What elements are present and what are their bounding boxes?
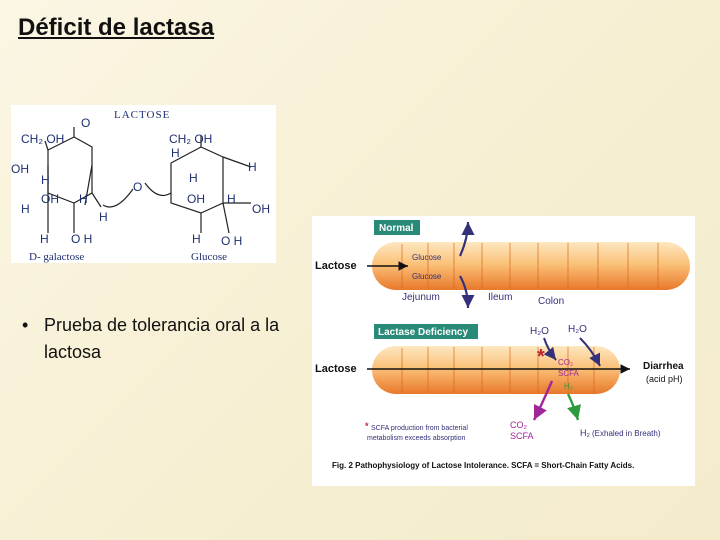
lactose-structure-svg: LACTOSE O O CH₂ OH CH₂ OH OH H H OH H H … [11,109,270,263]
pathophysiology-svg: Normal Lactase Deficiency Lactose Glucos… [315,220,690,470]
lactose-structure-figure: LACTOSE O O CH₂ OH CH₂ OH OH H H OH H H … [11,105,276,263]
diarrhea-label: Diarrhea [643,361,684,372]
segment-colon: Colon [538,296,564,307]
asterisk-marker: * [537,346,545,368]
footnote-asterisk: * [365,421,369,431]
segment-ileum: Ileum [488,292,512,303]
ring-oxygen-label: O [81,116,90,130]
water-arrow-2 [579,337,601,367]
scfa-outer-label: SCFA [510,431,534,441]
h2-exhaled-arrow [566,393,581,421]
scfa-inner-label: SCFA [558,369,580,378]
lactose-title: LACTOSE [114,109,170,121]
co2-inner-label: CO₂ [558,358,573,367]
pathophysiology-figure: Normal Lactase Deficiency Lactose Glucos… [312,216,695,486]
normal-label: Normal [379,223,414,234]
footnote-line-1: SCFA production from bacterial [371,425,468,432]
normal-intestine [372,242,690,290]
co2-scfa-arrow [532,380,554,421]
bridge-oxygen-label: O [133,180,142,194]
right-oh-2: OH [252,202,270,216]
right-h-1: H [171,146,180,160]
absorption-arrow-up [458,221,475,257]
glucose-product-label: Glucose [412,253,442,262]
galactose-product-label: Glucose [412,272,442,281]
figure-caption: Fig. 2 Pathophysiology of Lactose Intole… [332,461,634,470]
left-h-3: H [79,192,88,206]
co2-outer-label: CO₂ [510,420,528,430]
h2-inner-label: H₂ [564,382,573,391]
right-h-3: H [189,171,198,185]
water-arrow-1 [543,337,557,361]
left-h-1: H [41,173,50,187]
segment-jejunum: Jejunum [402,292,440,303]
deficiency-label: Lactase Deficiency [378,327,468,338]
left-h-4: H [99,210,108,224]
bullet-list: Prueba de tolerancia oral a la lactosa [22,312,312,366]
right-h-4: H [227,192,236,206]
h2-outer-label: H₂ [580,428,590,438]
normal-lactose-label: Lactose [315,260,357,272]
right-h-2: H [248,160,257,174]
h2o-label-2: H₂O [568,324,587,335]
right-oh-1: OH [187,192,205,206]
left-h-2: H [21,202,30,216]
right-ch2oh-label: CH₂ OH [169,132,212,146]
left-ch2oh-label: CH₂ OH [21,132,64,146]
left-oh-1: OH [11,162,29,176]
footnote-line-2: metabolism exceeds absorption [367,435,466,442]
right-h-5: H [192,232,201,246]
galactose-label: D- galactose [29,251,84,263]
h2o-label-1: H₂O [530,326,549,337]
absorption-arrow-down [459,275,475,309]
deficiency-label-box [374,324,478,339]
bullet-item: Prueba de tolerancia oral a la lactosa [22,312,312,366]
deficiency-intestine [372,346,620,394]
left-h-5: H [40,232,49,246]
left-oh-3: O H [71,232,92,246]
normal-label-box [374,220,420,235]
exhaled-label: (Exhaled in Breath) [592,429,661,438]
glucose-label: Glucose [191,251,227,263]
left-oh-2: OH [41,192,59,206]
deficiency-lactose-label: Lactose [315,363,357,375]
acid-ph-label: (acid pH) [646,374,683,384]
lactose-bonds [44,127,252,234]
right-oh-3: O H [221,234,242,248]
slide-title: Déficit de lactasa [18,14,215,41]
